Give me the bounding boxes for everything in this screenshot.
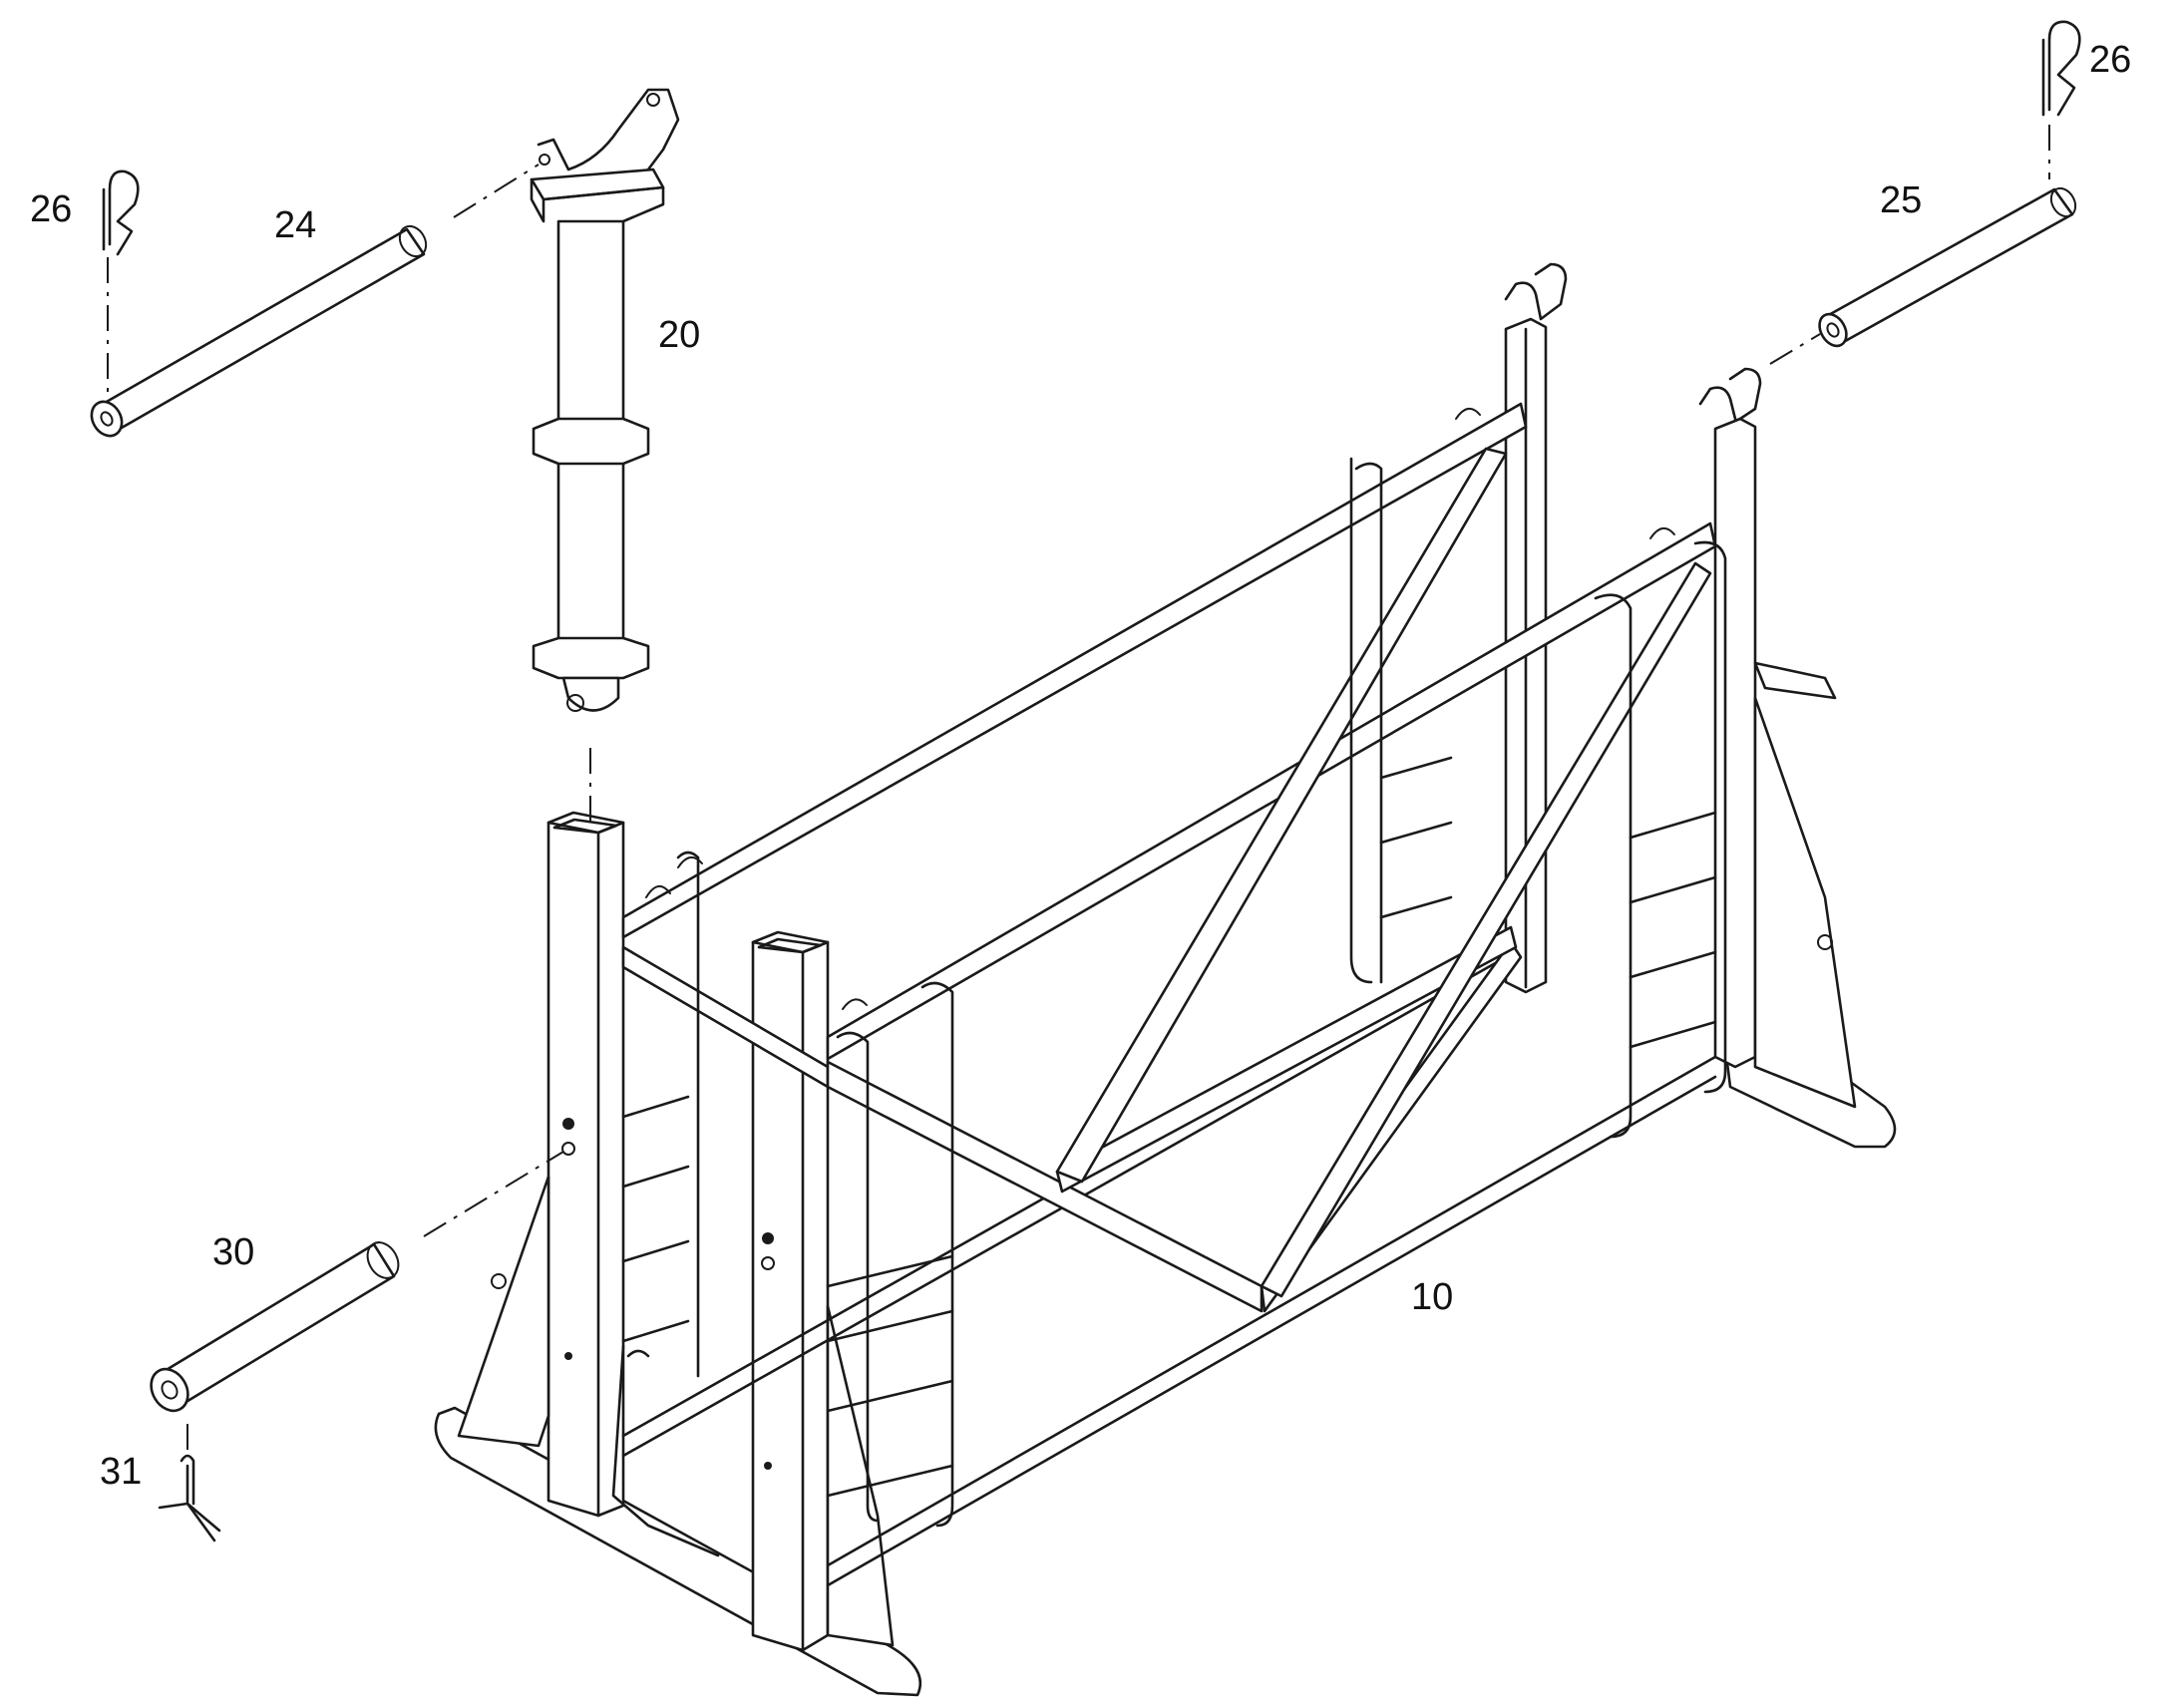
left-post-gusset (457, 1175, 550, 1448)
lift-hook-3 (842, 998, 868, 1010)
rear-ladder (1349, 457, 1383, 984)
callout-pin-long: 24 (274, 204, 316, 246)
pin-30 (150, 1241, 400, 1413)
callout-pin-bottom: 30 (212, 1231, 254, 1273)
lift-hook-4 (1455, 408, 1481, 420)
r-clip-right (2041, 20, 2081, 117)
column-bottom-lug (561, 676, 620, 712)
rear-right-gusset (1753, 696, 1857, 1109)
cotter-pin-31 (158, 1454, 221, 1542)
column-part (530, 88, 680, 712)
top-rail-front (826, 521, 1717, 1061)
r-clip-left (102, 170, 140, 256)
column-mid-flange (532, 417, 650, 466)
rear-lever (1753, 661, 1837, 700)
callout-cotter: 31 (100, 1451, 142, 1493)
column-top-yoke (537, 88, 680, 171)
pin-24 (90, 224, 428, 438)
assembly-centerlines (107, 125, 2050, 1451)
right-ladder (1594, 540, 1727, 1139)
rear-right-bracket (1698, 367, 1762, 421)
callout-pin-short: 25 (1880, 179, 1922, 221)
floor-cross-rear (1055, 925, 1518, 1194)
diagonal-brace-rear (1055, 447, 1508, 1184)
callout-labels: 10 20 24 25 26 26 30 31 (30, 39, 2131, 1493)
lift-hook-5 (1649, 527, 1675, 539)
frame-assembly (434, 262, 1897, 1697)
callout-clip-left: 26 (30, 188, 72, 230)
callout-frame: 10 (1411, 1276, 1453, 1318)
top-rail-rear (621, 402, 1528, 939)
lift-hook-2 (677, 856, 703, 868)
center-post-gusset (826, 1304, 895, 1647)
pin-25 (1818, 186, 2077, 348)
diagonal-brace-front (1260, 561, 1712, 1298)
lift-hook-1 (645, 885, 671, 898)
left-ladder (626, 851, 700, 1378)
front-ladder (836, 981, 954, 1528)
callout-column: 20 (658, 314, 700, 356)
rear-right-post (1713, 417, 1757, 1069)
rear-mid-bracket (1504, 262, 1568, 321)
cross-member-mid (826, 1060, 1264, 1313)
left-post-front (546, 821, 625, 1518)
callout-clip-right: 26 (2089, 39, 2131, 81)
bottom-rail-front (826, 1055, 1717, 1587)
column-bottom-flange (532, 636, 650, 680)
